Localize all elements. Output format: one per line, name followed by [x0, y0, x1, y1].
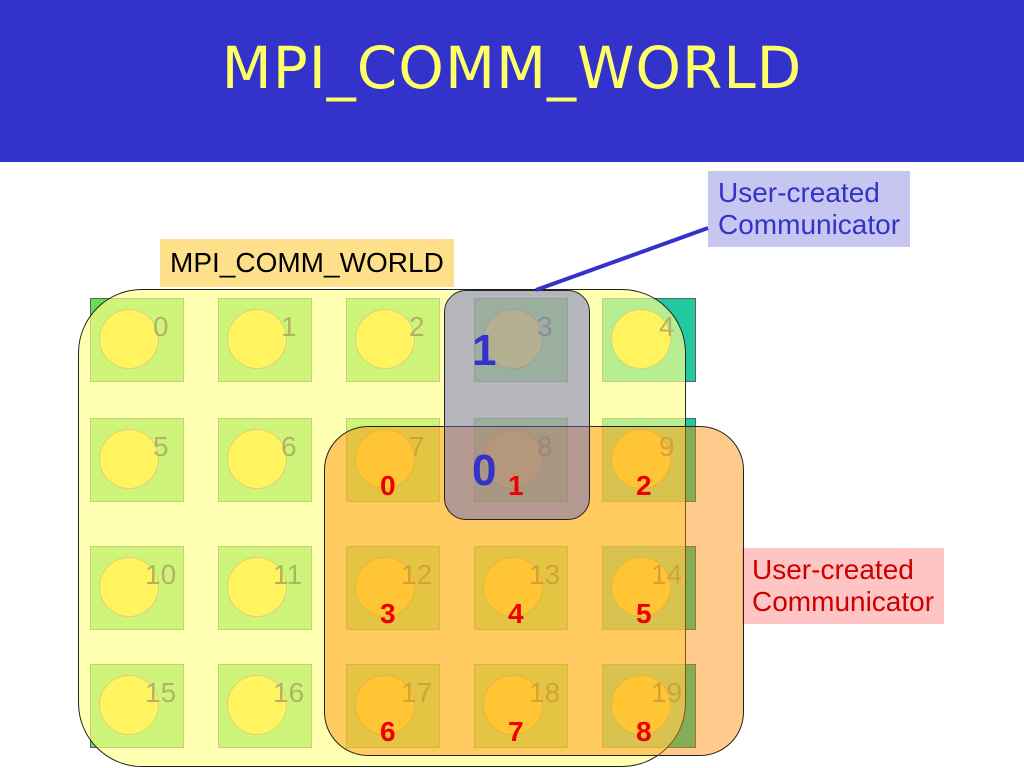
pink-communicator-rank: 6: [380, 716, 396, 747]
blue-label-line-1: User-created: [718, 177, 880, 208]
blue-communicator-rank: 1: [472, 326, 497, 375]
blue-label-line-2: Communicator: [718, 209, 901, 240]
pink-communicator-rank: 5: [636, 598, 652, 629]
world-communicator-region: [78, 289, 686, 767]
blue-communicator-region: [444, 290, 590, 520]
pink-label-line-2: Communicator: [752, 586, 935, 617]
title-bar: [0, 0, 1024, 162]
blue-communicator-label: User-created Communicator: [708, 171, 911, 247]
pink-label-line-1: User-created: [752, 554, 914, 585]
pink-communicator-rank: 3: [380, 598, 396, 629]
pink-communicator-label: User-created Communicator: [742, 548, 945, 624]
pink-communicator-region: [324, 426, 744, 756]
slide-title: MPI_COMM_WORLD: [221, 34, 803, 102]
pink-communicator-rank: 1: [508, 470, 524, 501]
pink-communicator-rank: 8: [636, 716, 652, 747]
pink-communicator-rank: 0: [380, 470, 396, 501]
pink-communicator-rank: 7: [508, 716, 524, 747]
blue-communicator-rank: 0: [472, 446, 497, 495]
world-communicator-label: MPI_COMM_WORLD: [160, 239, 454, 287]
pink-communicator-rank: 2: [636, 470, 652, 501]
connector-line: [535, 226, 709, 292]
pink-communicator-rank: 4: [508, 598, 524, 629]
